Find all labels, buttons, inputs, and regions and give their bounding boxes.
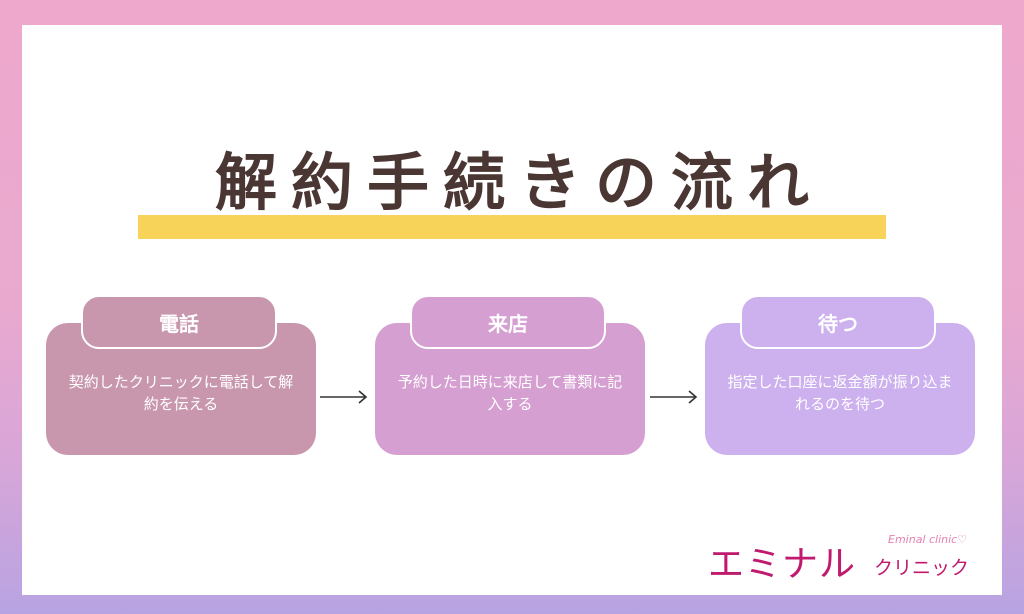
logo-english-text: Eminal clinic♡ — [888, 533, 968, 546]
clinic-logo: エミナル クリニック Eminal clinic♡ — [708, 527, 988, 587]
content-card: 解約手続きの流れ 電話 契約したクリニックに電話して解約を伝える 来店 予約した… — [22, 25, 1002, 595]
step-label: 来店 — [410, 295, 606, 349]
step-phone: 電話 契約したクリニックに電話して解約を伝える — [46, 295, 316, 455]
page-title: 解約手続きの流れ — [214, 146, 823, 219]
step-description: 予約した日時に来店して書類に記入する — [397, 373, 623, 413]
logo-main-text: エミナル — [708, 544, 857, 585]
step-visit: 来店 予約した日時に来店して書類に記入する — [375, 295, 645, 455]
step-description: 契約したクリニックに電話して解約を伝える — [68, 373, 294, 413]
logo-sub-text: クリニック — [874, 557, 970, 579]
step-description: 指定した口座に返金額が振り込まれるのを待つ — [727, 373, 953, 413]
arrow-right-icon — [650, 390, 698, 404]
title-highlight — [138, 215, 886, 239]
title-area: 解約手続きの流れ — [22, 143, 1002, 243]
step-label: 電話 — [81, 295, 277, 349]
arrow-right-icon — [320, 390, 368, 404]
step-label: 待つ — [740, 295, 936, 349]
step-wait: 待つ 指定した口座に返金額が振り込まれるのを待つ — [705, 295, 975, 455]
